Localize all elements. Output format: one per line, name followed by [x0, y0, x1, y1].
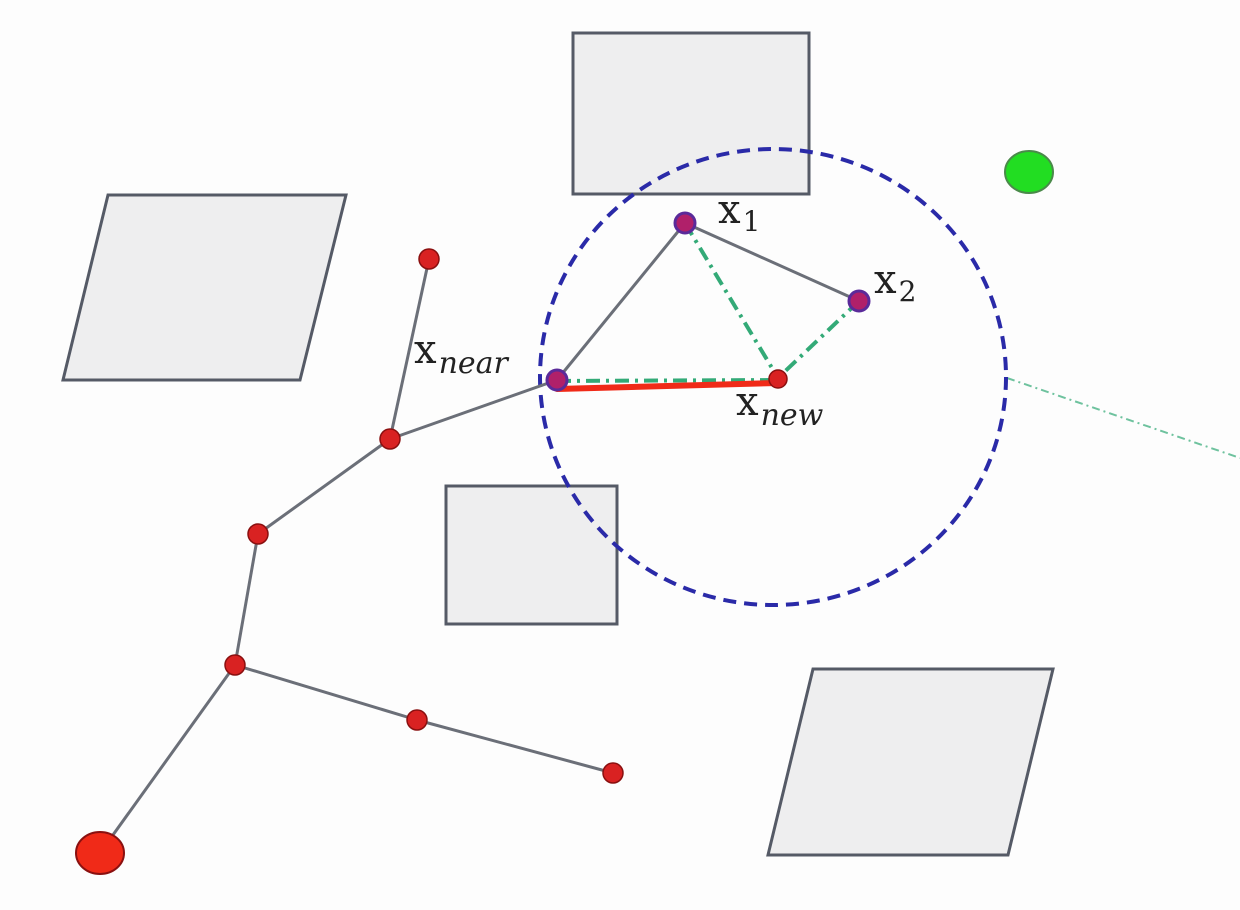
- obstacle-rect-top: [571, 31, 811, 196]
- rewire-edge-x2-xnew: [776, 299, 861, 380]
- tree-nodes: [224, 248, 788, 784]
- label-x-2: x2: [874, 260, 916, 306]
- label-x-new-sub: new: [760, 398, 824, 433]
- obstacle-rect-middle: [444, 484, 619, 626]
- tree-edge: [555, 222, 687, 381]
- tree-edge: [389, 378, 558, 441]
- node-xnear: [545, 368, 569, 392]
- tree-edge: [684, 221, 860, 303]
- tree-node: [418, 248, 440, 270]
- near-radius-circle: [538, 147, 1008, 607]
- rewire-edge-xnear-xnew: [556, 378, 779, 383]
- obstacle-parallelogram-top-left: [61, 193, 348, 382]
- new-edge-xnear-xnew: [554, 380, 781, 392]
- label-x-1: x1: [718, 190, 760, 236]
- label-x-near: xnear: [414, 330, 508, 379]
- tree-edge: [233, 533, 260, 666]
- label-x-new-base: x: [736, 379, 759, 425]
- tree-edge: [388, 258, 431, 440]
- obstacles: [61, 31, 1055, 857]
- label-x-1-sub: 1: [742, 205, 761, 238]
- label-x-2-base: x: [874, 257, 897, 303]
- label-x-near-base: x: [414, 327, 437, 373]
- goal-node: [1004, 150, 1054, 194]
- tree-edge: [234, 663, 418, 722]
- node-x1: [673, 211, 697, 235]
- tree-node: [224, 654, 246, 676]
- label-x-new: xnew: [736, 382, 823, 431]
- tree-node: [602, 762, 624, 784]
- rewire-edge-x1-xnew: [683, 221, 780, 380]
- tree-edge: [257, 437, 391, 536]
- tree-node-xnew: [768, 369, 788, 389]
- tree-node: [379, 428, 401, 450]
- obstacle-parallelogram-bottom-right: [766, 667, 1055, 857]
- label-x-near-sub: near: [438, 346, 508, 381]
- tree-edges: [98, 221, 860, 854]
- tree-edge: [98, 664, 237, 854]
- candidate-nodes: [545, 211, 871, 392]
- node-x2: [847, 289, 871, 313]
- tree-node: [247, 523, 269, 545]
- label-x-1-base: x: [718, 187, 741, 233]
- goal-direction-line: [1006, 377, 1240, 459]
- start-node: [75, 831, 125, 875]
- tree-node: [406, 709, 428, 731]
- rewire-edges: [556, 221, 861, 383]
- label-x-2-sub: 2: [898, 275, 917, 308]
- tree-edge: [416, 718, 614, 775]
